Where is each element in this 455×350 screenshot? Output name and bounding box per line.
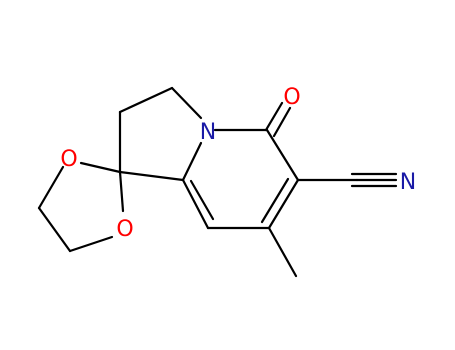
bonds bbox=[37, 86, 398, 278]
bond-c3-c2 bbox=[118, 86, 174, 114]
bond-o-upper-ch2 bbox=[37, 165, 65, 210]
atom-oxygen-upper: O bbox=[60, 147, 77, 172]
bond-c8-c8a-b bbox=[189, 179, 215, 221]
bond-c5-c6 bbox=[265, 128, 300, 182]
atom-nitrogen-nitrile: N bbox=[400, 170, 416, 195]
bond-c5-o-a bbox=[264, 101, 284, 132]
bond-c6-c7-b bbox=[260, 177, 290, 224]
bond-spiro-o-upper bbox=[79, 161, 122, 174]
bond-c7-methyl bbox=[267, 226, 298, 278]
bond-c5-o-b bbox=[272, 106, 292, 138]
bond-ch2-o-lower bbox=[68, 235, 114, 253]
atom-oxygen-carbonyl: O bbox=[283, 85, 300, 110]
atom-nitrogen-ring: N bbox=[200, 120, 216, 145]
bond-c8-c8a-a bbox=[181, 178, 210, 230]
bond-c8a-n bbox=[181, 141, 203, 182]
bond-c6-c7-a bbox=[267, 178, 300, 230]
bond-spiro-c8a bbox=[118, 170, 185, 182]
bond-spiro-o-lower bbox=[118, 170, 125, 213]
bond-ch2-ch2 bbox=[37, 206, 72, 253]
atom-labels: O N N O O bbox=[60, 85, 416, 242]
bond-n-c3 bbox=[170, 86, 203, 120]
atom-oxygen-lower: O bbox=[116, 217, 133, 242]
